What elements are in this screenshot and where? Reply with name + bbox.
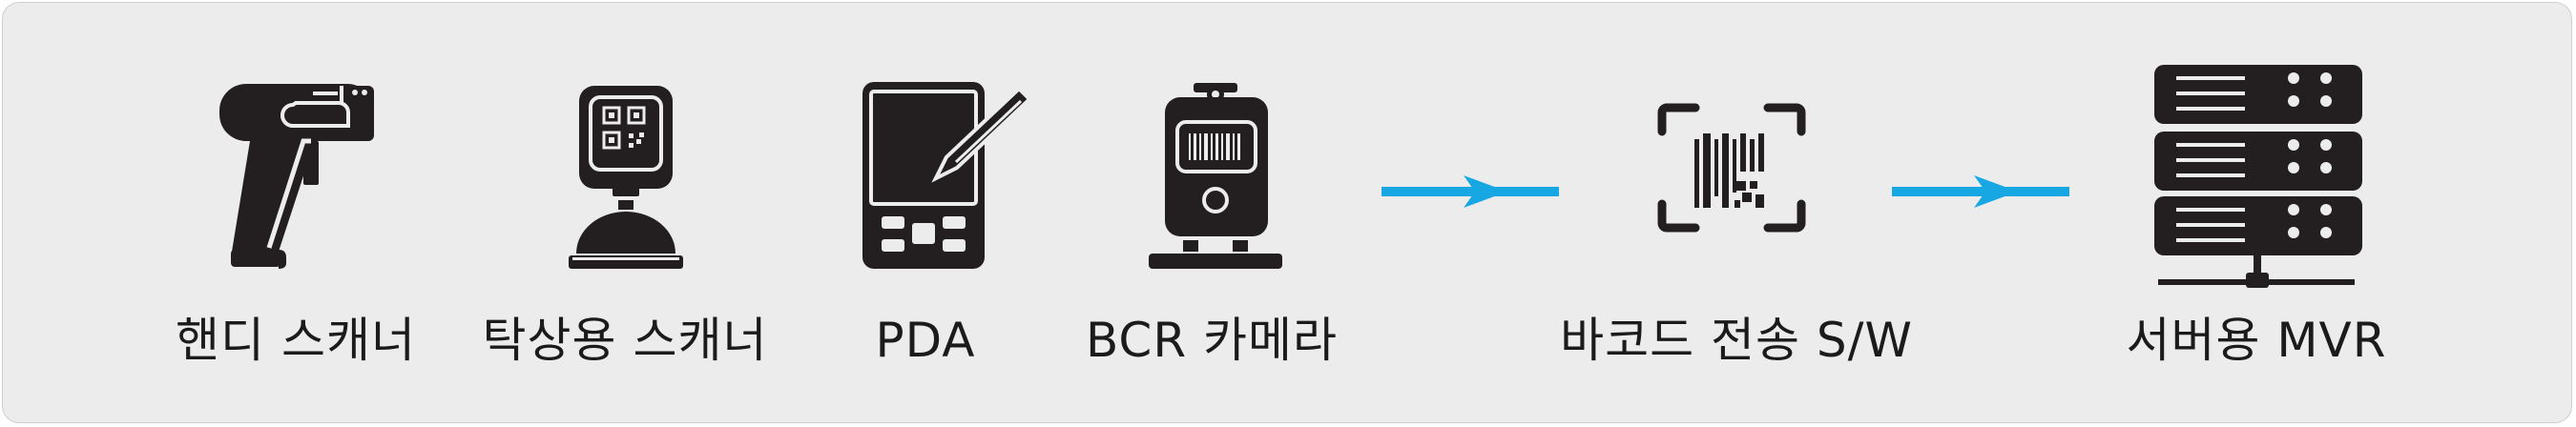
server-icon [2154, 65, 2362, 288]
desktop-scanner-icon [569, 86, 683, 269]
label-barcode-software: 바코드 전송 S/W [1560, 313, 1913, 368]
label-desktop-scanner: 탁상용 스캐너 [482, 313, 768, 368]
bcr-camera-icon [1149, 83, 1282, 269]
label-bcr-camera: BCR 카메라 [1086, 313, 1338, 368]
flow-arrow-2 [1892, 175, 2069, 208]
label-handheld-scanner: 핸디 스캐너 [176, 313, 416, 368]
label-pda: PDA [875, 313, 976, 368]
pda-icon [862, 82, 1033, 269]
barcode-software-icon [1657, 103, 1806, 233]
label-server-mvr: 서버용 MVR [2126, 313, 2387, 368]
flow-arrow-1 [1381, 175, 1559, 208]
handheld-scanner-icon [219, 84, 374, 269]
